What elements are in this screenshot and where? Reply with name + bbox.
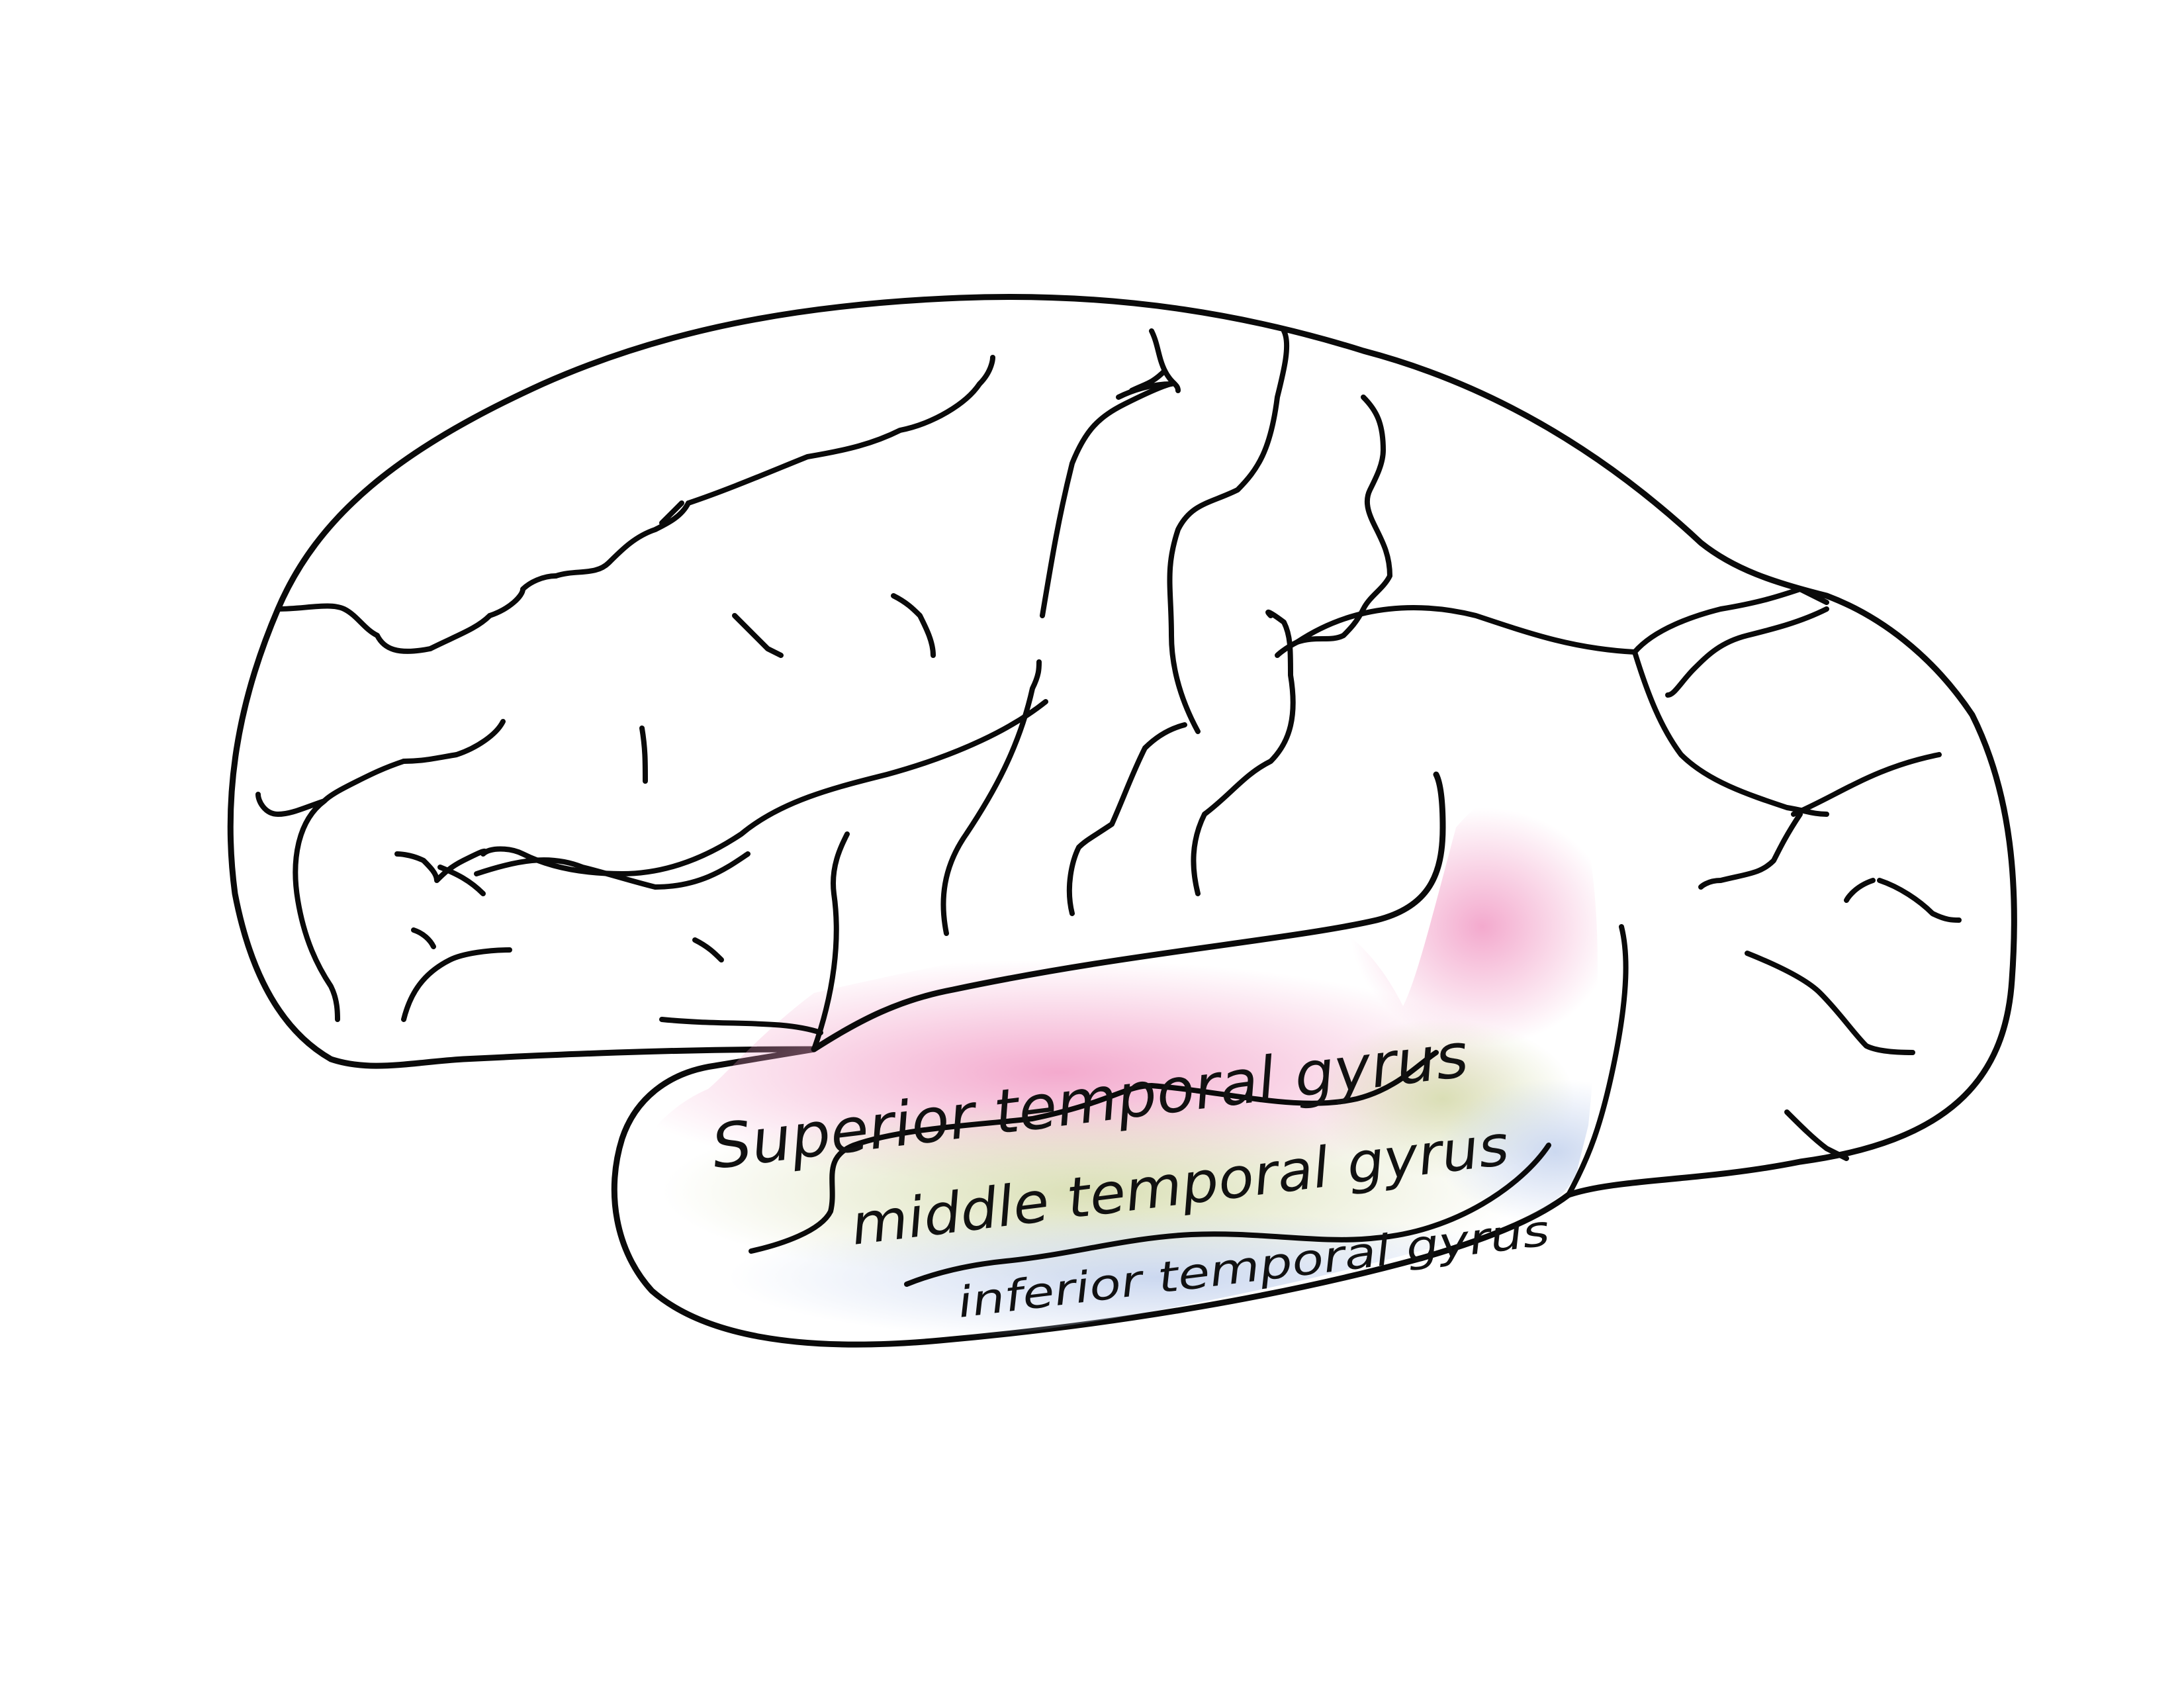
brain-sulci — [255, 328, 1962, 1161]
superior-temporal-sulcus — [749, 1050, 1439, 1254]
temporal-occipital-border — [1566, 924, 1629, 1197]
temporal-lobe-border — [811, 771, 1446, 1053]
inferior-temporal-sulcus — [904, 1143, 1551, 1287]
brain-outline — [227, 293, 2017, 1348]
gyrus-color-tints — [614, 808, 1598, 1344]
